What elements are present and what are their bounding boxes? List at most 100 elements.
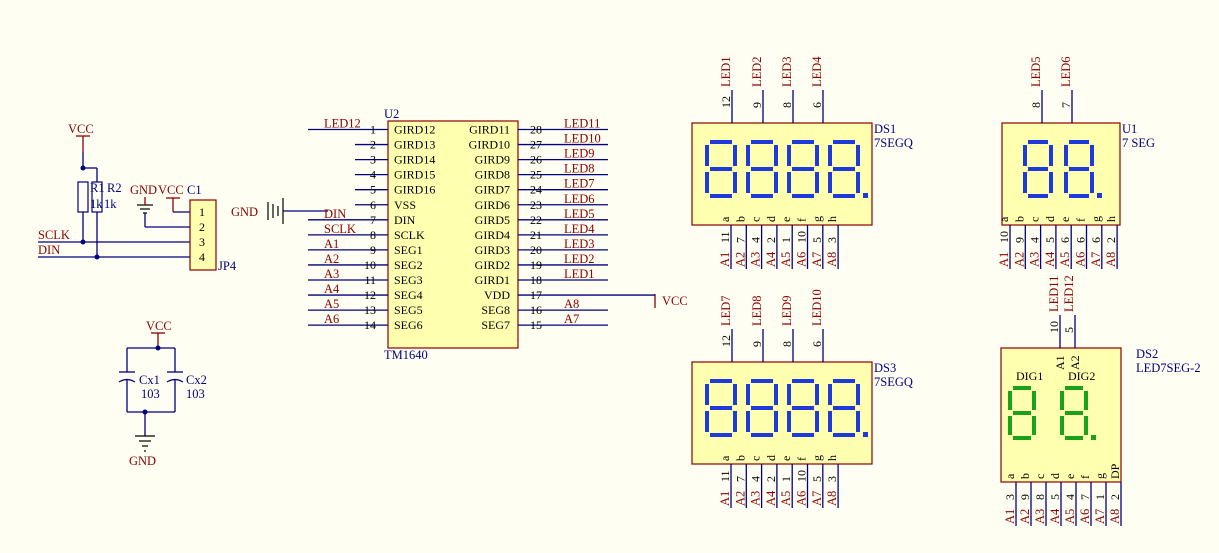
dig1-label: DIG1: [1016, 369, 1043, 383]
segment-letter: g: [810, 216, 824, 222]
u2-pin-name-right: GIRD1: [475, 273, 510, 287]
bottom-pin-net: A2: [733, 491, 747, 506]
bottom-pin-num: 8: [1033, 494, 1047, 500]
top-pin-num: 9: [750, 102, 764, 108]
segment-letter: c: [749, 456, 763, 461]
bottom-pin-net: A6: [1074, 252, 1088, 267]
u2-pin-num-left: 8: [370, 228, 376, 242]
jp4-designator: JP4: [218, 259, 237, 273]
u2-net-left: SCLK: [324, 222, 356, 236]
bottom-pin-num: 9: [1012, 237, 1026, 243]
bottom-pin-num: 7: [1078, 494, 1092, 500]
jp4-pin-2: 2: [199, 220, 205, 234]
bottom-pin-net: A4: [1043, 251, 1057, 267]
bottom-pin-num: 5: [810, 237, 824, 243]
segment-letter: b: [733, 216, 747, 222]
top-pin-net: LED2: [750, 56, 764, 87]
segment-letter: h: [825, 216, 839, 222]
junction-dot: [80, 165, 86, 171]
u2-pin-name-right: GIRD5: [475, 213, 510, 227]
u2-pin-num-left: 14: [364, 318, 376, 332]
bottom-pin-net: A6: [795, 252, 809, 267]
cx1-label: Cx1: [139, 373, 160, 387]
u2-pin-num-right: 17: [530, 288, 542, 302]
u2-pin-num-left: 10: [364, 258, 376, 272]
u2-pin-name-right: SEG8: [481, 303, 510, 317]
u2-pin-name-left: SEG6: [394, 318, 423, 332]
top-pin-net: LED12: [1062, 275, 1076, 312]
u2-pin-name-left: GIRD12: [394, 123, 435, 137]
segment-letter: d: [1048, 473, 1062, 479]
u2-net-left: A6: [324, 312, 339, 326]
segment-letter: a: [997, 216, 1011, 222]
gnd-label-jp4: GND: [130, 183, 157, 197]
bottom-pin-net: A6: [1078, 509, 1092, 524]
jp4-connector: [189, 199, 217, 271]
segment-letter: g: [1089, 216, 1103, 222]
segment-letter: DP: [1108, 463, 1122, 479]
segment-letter: g: [1093, 473, 1107, 479]
segment-letter: d: [1043, 216, 1057, 222]
display-type: 7 SEG: [1122, 136, 1155, 150]
bottom-pin-net: A7: [810, 491, 824, 506]
u2-net-left: LED12: [324, 117, 361, 131]
u2-net-right: A8: [564, 297, 579, 311]
u2-pin-name-left: GIRD16: [394, 183, 435, 197]
bottom-pin-num: 11: [718, 231, 732, 243]
segment-letter: f: [1074, 218, 1088, 222]
u2-pin-num-right: 23: [530, 198, 542, 212]
u2-pin-num-left: 12: [364, 288, 376, 302]
jp4-pin-1: 1: [199, 205, 205, 219]
bottom-pin-num: 11: [718, 470, 732, 482]
u2-net-left: A2: [324, 252, 339, 266]
u2-pin-num-right: 20: [530, 243, 542, 257]
u2-pin-name-right: GIRD2: [475, 258, 510, 272]
bottom-pin-num: 6: [1058, 237, 1072, 243]
u2-pin-num-left: 4: [370, 168, 376, 182]
bottom-pin-num: 9: [1018, 494, 1032, 500]
bottom-pin-num: 1: [779, 476, 793, 482]
vcc-label-u2: VCC: [662, 294, 688, 308]
segment-letter: c: [749, 217, 763, 222]
jp4-pin-3: 3: [199, 235, 205, 249]
vcc-label-jp4: VCC: [158, 183, 184, 197]
decimal-point: [1097, 193, 1102, 198]
bottom-pin-num: 10: [997, 231, 1011, 243]
u2-pin-num-left: 3: [370, 153, 376, 167]
segment-letter: b: [733, 455, 747, 461]
inner-label-a2: A2: [1068, 355, 1082, 370]
display-designator: DS2: [1136, 347, 1158, 361]
seven-segment-digit: [1023, 140, 1053, 198]
u2-part: TM1640: [384, 348, 428, 362]
segment-letter: e: [779, 217, 793, 222]
bottom-pin-net: A3: [1028, 252, 1042, 267]
seven-segment-digit: [705, 140, 737, 198]
u2-pin-name-right: SEG7: [481, 318, 510, 332]
bottom-pin-num: 5: [810, 476, 824, 482]
bottom-pin-num: 10: [795, 231, 809, 243]
u2-pin-num-left: 13: [364, 303, 376, 317]
u2-pin-num-left: 1: [370, 123, 376, 137]
top-pin-num: 9: [750, 341, 764, 347]
resistor-r1: [77, 181, 89, 213]
u2-net-right: A7: [564, 312, 579, 326]
seven-segment-digit: [746, 140, 778, 198]
bottom-pin-num: 6: [1089, 237, 1103, 243]
capacitor-section: VCC Cx1 Cx2 103 103 GND: [118, 319, 207, 468]
u2-net-right: LED3: [564, 237, 595, 251]
vcc-label-1: VCC: [68, 122, 94, 136]
r1-value: 1k: [90, 197, 103, 211]
bottom-pin-net: A4: [764, 251, 778, 267]
display-u1: U17 SEG8LED57LED6a10A1b9A2c4A3d5A4e6A5f6…: [997, 56, 1155, 269]
bottom-pin-net: A3: [1033, 509, 1047, 524]
decimal-point: [863, 193, 868, 198]
u2-pin-name-left: GIRD15: [394, 168, 435, 182]
bottom-pin-net: A1: [1003, 509, 1017, 524]
bottom-pin-net: A4: [764, 490, 778, 506]
seven-segment-digit: [1060, 386, 1096, 440]
seven-segment-digit: [828, 140, 868, 198]
segment-letter: f: [795, 218, 809, 222]
top-pin-num: 8: [780, 102, 794, 108]
u2-pin-num-left: 2: [370, 138, 376, 152]
display-type: 7SEGQ: [874, 136, 913, 150]
